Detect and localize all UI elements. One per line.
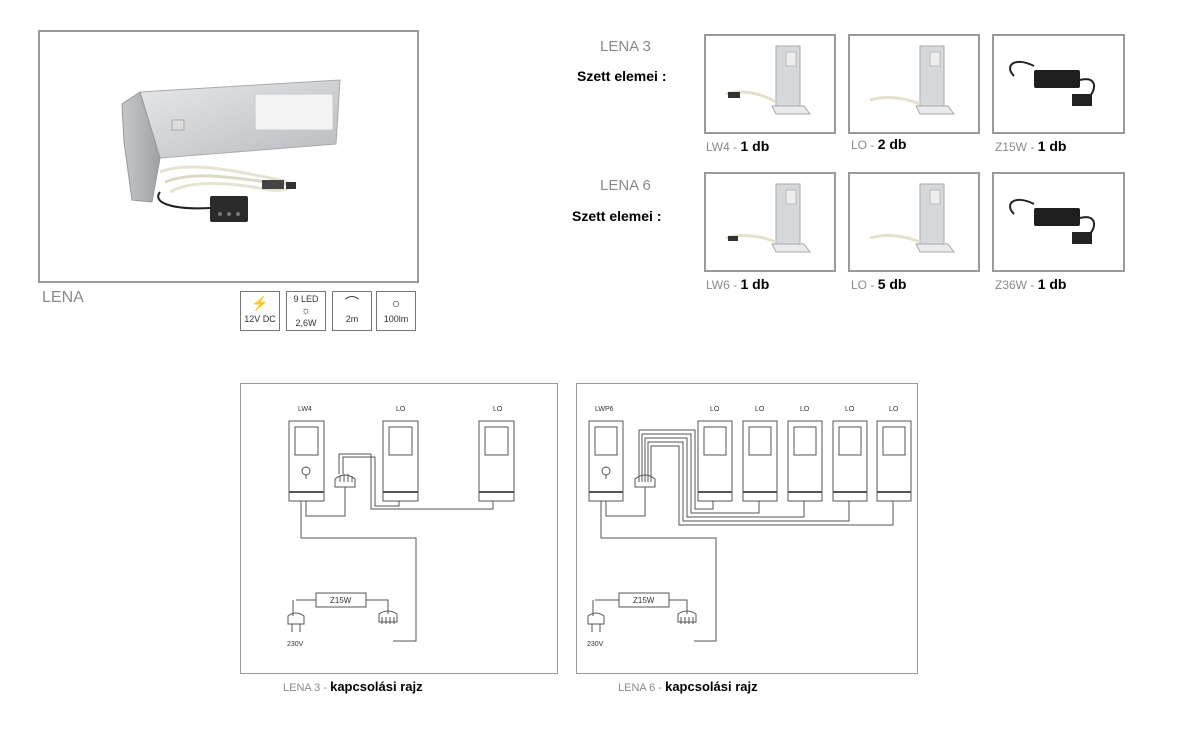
wiring-lines-lena6 <box>587 420 912 642</box>
wiring-diagram-lena3: LW4 LO LO Z15W 230V <box>240 383 558 674</box>
diagram-caption-lena3: LENA 3 - kapcsolási rajz <box>283 679 423 694</box>
spec-cable: ⌒ 2m <box>332 291 372 331</box>
diagram-label-main: LW4 <box>298 406 312 413</box>
wiring-lines-lena3 <box>287 420 515 642</box>
set-subtitle-lena3: Szett elemei : <box>577 68 667 84</box>
thumb-lo <box>848 34 980 134</box>
diagram-label-unit: LO <box>396 406 406 413</box>
lumen-icon: ○ <box>391 295 401 311</box>
diagram-caption-lena6: LENA 6 - kapcsolási rajz <box>618 679 758 694</box>
thumb-z36w <box>992 172 1125 272</box>
diagram-label-unit: LO <box>493 406 503 413</box>
spec-voltage: ⚡ 12V DC <box>240 291 280 331</box>
lightning-icon: ⚡ <box>251 295 269 311</box>
set-subtitle-lena6: Szett elemei : <box>572 208 662 224</box>
thumb-lo-6 <box>848 172 980 272</box>
product-name: LENA <box>42 289 84 306</box>
thumb-z15w <box>992 34 1125 134</box>
cable-icon: ⌒ <box>345 295 359 311</box>
led-icon: ☼ <box>300 305 312 317</box>
diagram-label-voltage: 230V <box>287 641 304 648</box>
item-caption-lo: LO - 2 db <box>851 136 907 152</box>
thumb-lw6 <box>704 172 836 272</box>
lamp-illustration <box>121 79 341 222</box>
diagram-label-main: LWP6 <box>595 406 614 413</box>
diagram-label-unit: LO <box>710 406 720 413</box>
item-caption-lo-6: LO - 5 db <box>851 276 907 292</box>
set-title-lena3: LENA 3 <box>600 38 651 55</box>
item-caption-z36w: Z36W - 1 db <box>995 276 1067 292</box>
diagram-label-unit: LO <box>845 406 855 413</box>
diagram-label-driver: Z15W <box>330 596 352 605</box>
set-title-lena6: LENA 6 <box>600 177 651 194</box>
item-caption-lw6: LW6 - 1 db <box>706 276 770 292</box>
spec-led: 9 LED ☼ 2,6W <box>286 291 326 331</box>
diagram-label-unit: LO <box>800 406 810 413</box>
diagram-label-driver: Z15W <box>633 596 655 605</box>
wiring-diagram-lena6: LWP6 LO LO LO LO LO Z15W 230V <box>576 383 918 674</box>
diagram-label-voltage: 230V <box>587 641 604 648</box>
item-caption-z15w: Z15W - 1 db <box>995 138 1067 154</box>
product-photo <box>38 30 419 283</box>
thumb-lw4 <box>704 34 836 134</box>
spec-lumen: ○ 100lm <box>376 291 416 331</box>
diagram-label-unit: LO <box>755 406 765 413</box>
item-caption-lw4: LW4 - 1 db <box>706 138 770 154</box>
diagram-label-unit: LO <box>889 406 899 413</box>
